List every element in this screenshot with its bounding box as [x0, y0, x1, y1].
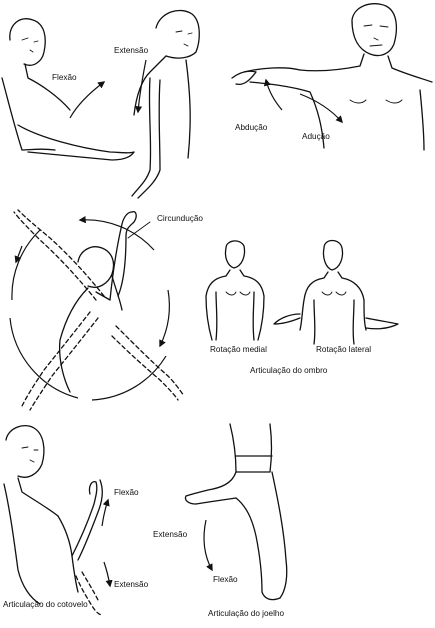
elbow-flexion-extension-illustration	[3, 425, 113, 616]
circumduction-illustration	[9, 209, 185, 411]
shoulder-extension-label: Extensão	[114, 46, 149, 55]
knee-joint-label: Articulação do joelho	[208, 609, 285, 618]
elbow-flexion-label: Flexão	[114, 488, 139, 497]
elbow-joint-label: Articulação do cotovelo	[3, 600, 88, 609]
lateral-rotation-label: Rotação lateral	[316, 345, 372, 354]
knee-flexion-label: Flexão	[213, 575, 238, 584]
abduction-label: Abdução	[235, 123, 268, 132]
medial-rotation-label: Rotação medial	[210, 345, 267, 354]
shoulder-flexion-label: Flexão	[52, 73, 77, 82]
adduction-label: Adução	[302, 132, 330, 141]
abduction-adduction-illustration	[231, 3, 433, 151]
knee-flexion-extension-illustration	[184, 423, 288, 601]
circumduction-label: Circundução	[157, 214, 203, 223]
shoulder-rotation-illustration	[205, 239, 399, 345]
shoulder-joint-label: Articulação do ombro	[250, 366, 328, 375]
elbow-extension-label: Extensão	[114, 580, 149, 589]
knee-extension-label: Extensão	[153, 530, 188, 539]
shoulder-flexion-extension-illustration	[1, 9, 200, 199]
